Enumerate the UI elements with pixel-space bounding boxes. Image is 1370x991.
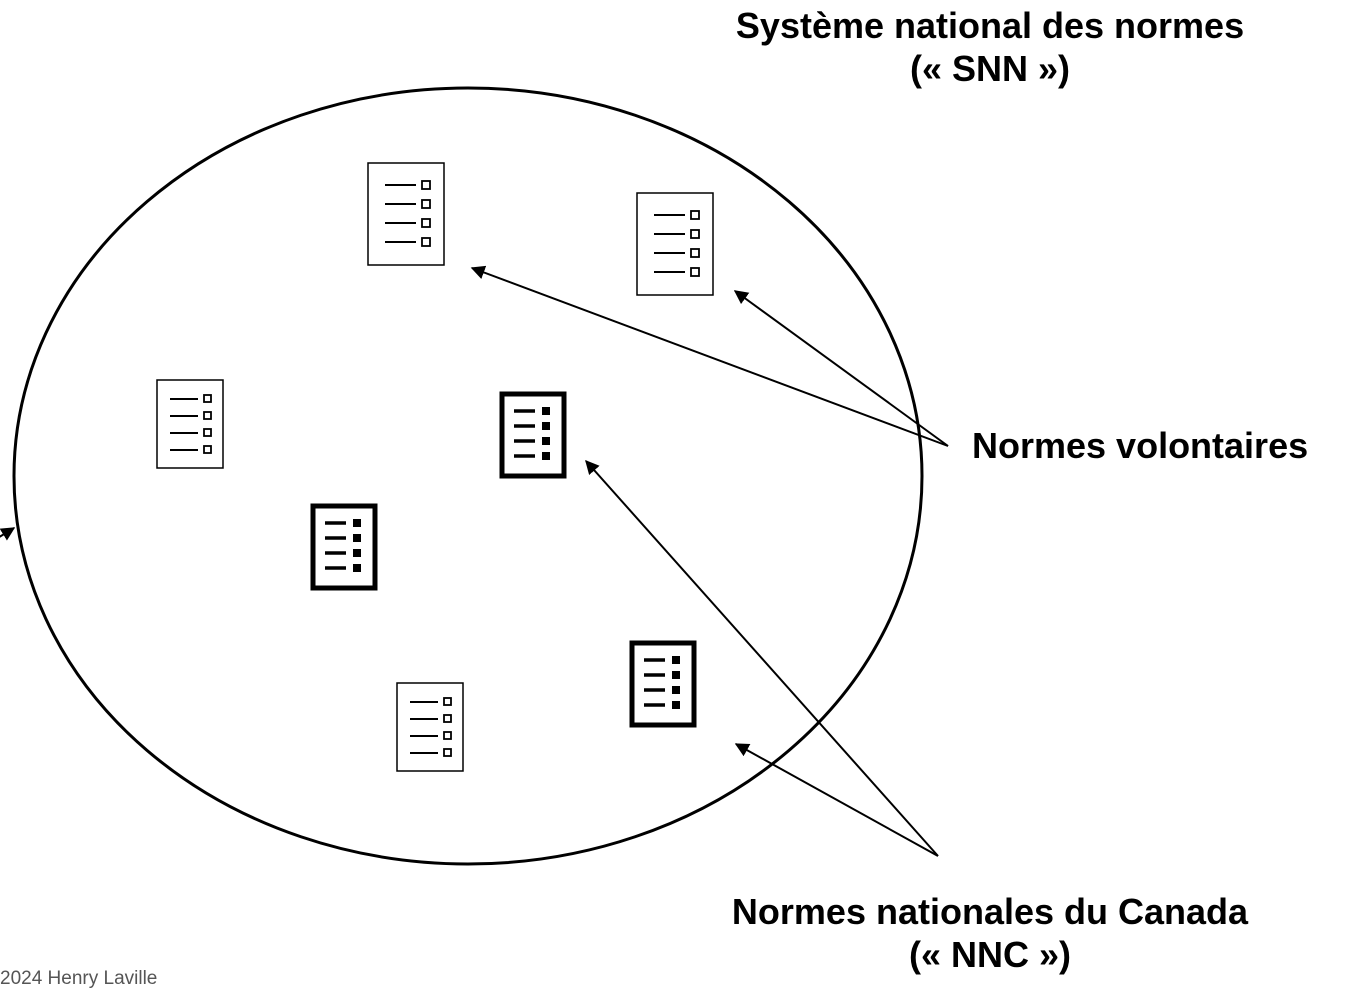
nnc-title: Normes nationales du Canada (« NNC ») [680, 890, 1300, 976]
arrow-left-edge [0, 527, 16, 541]
nnc-title-line1: Normes nationales du Canada [731, 891, 1249, 932]
snn-title-line2: (« SNN ») [909, 48, 1071, 90]
normes-volontaires-label: Normes volontaires [972, 425, 1309, 466]
voluntary-standard-icon [367, 162, 445, 266]
voluntary-standard-icon [636, 192, 714, 296]
national-standard-icon [310, 503, 378, 591]
voluntary-standard-icon [156, 379, 224, 469]
arrow-nnc-1 [585, 459, 939, 857]
arrow-volontaires-1 [470, 265, 949, 447]
national-standard-icon [499, 391, 567, 479]
voluntary-standard-icon [396, 682, 464, 772]
arrow-volontaires-2 [733, 290, 949, 447]
arrow-nnc-2 [734, 743, 939, 857]
snn-ellipse [12, 86, 924, 866]
national-standard-icon [629, 640, 697, 728]
copyright-text: 2024 Henry Laville [0, 968, 158, 989]
snn-title-line1: Système national des normes [735, 5, 1245, 46]
nnc-title-line2: (« NNC ») [908, 934, 1072, 976]
snn-title: Système national des normes (« SNN ») [680, 4, 1300, 90]
